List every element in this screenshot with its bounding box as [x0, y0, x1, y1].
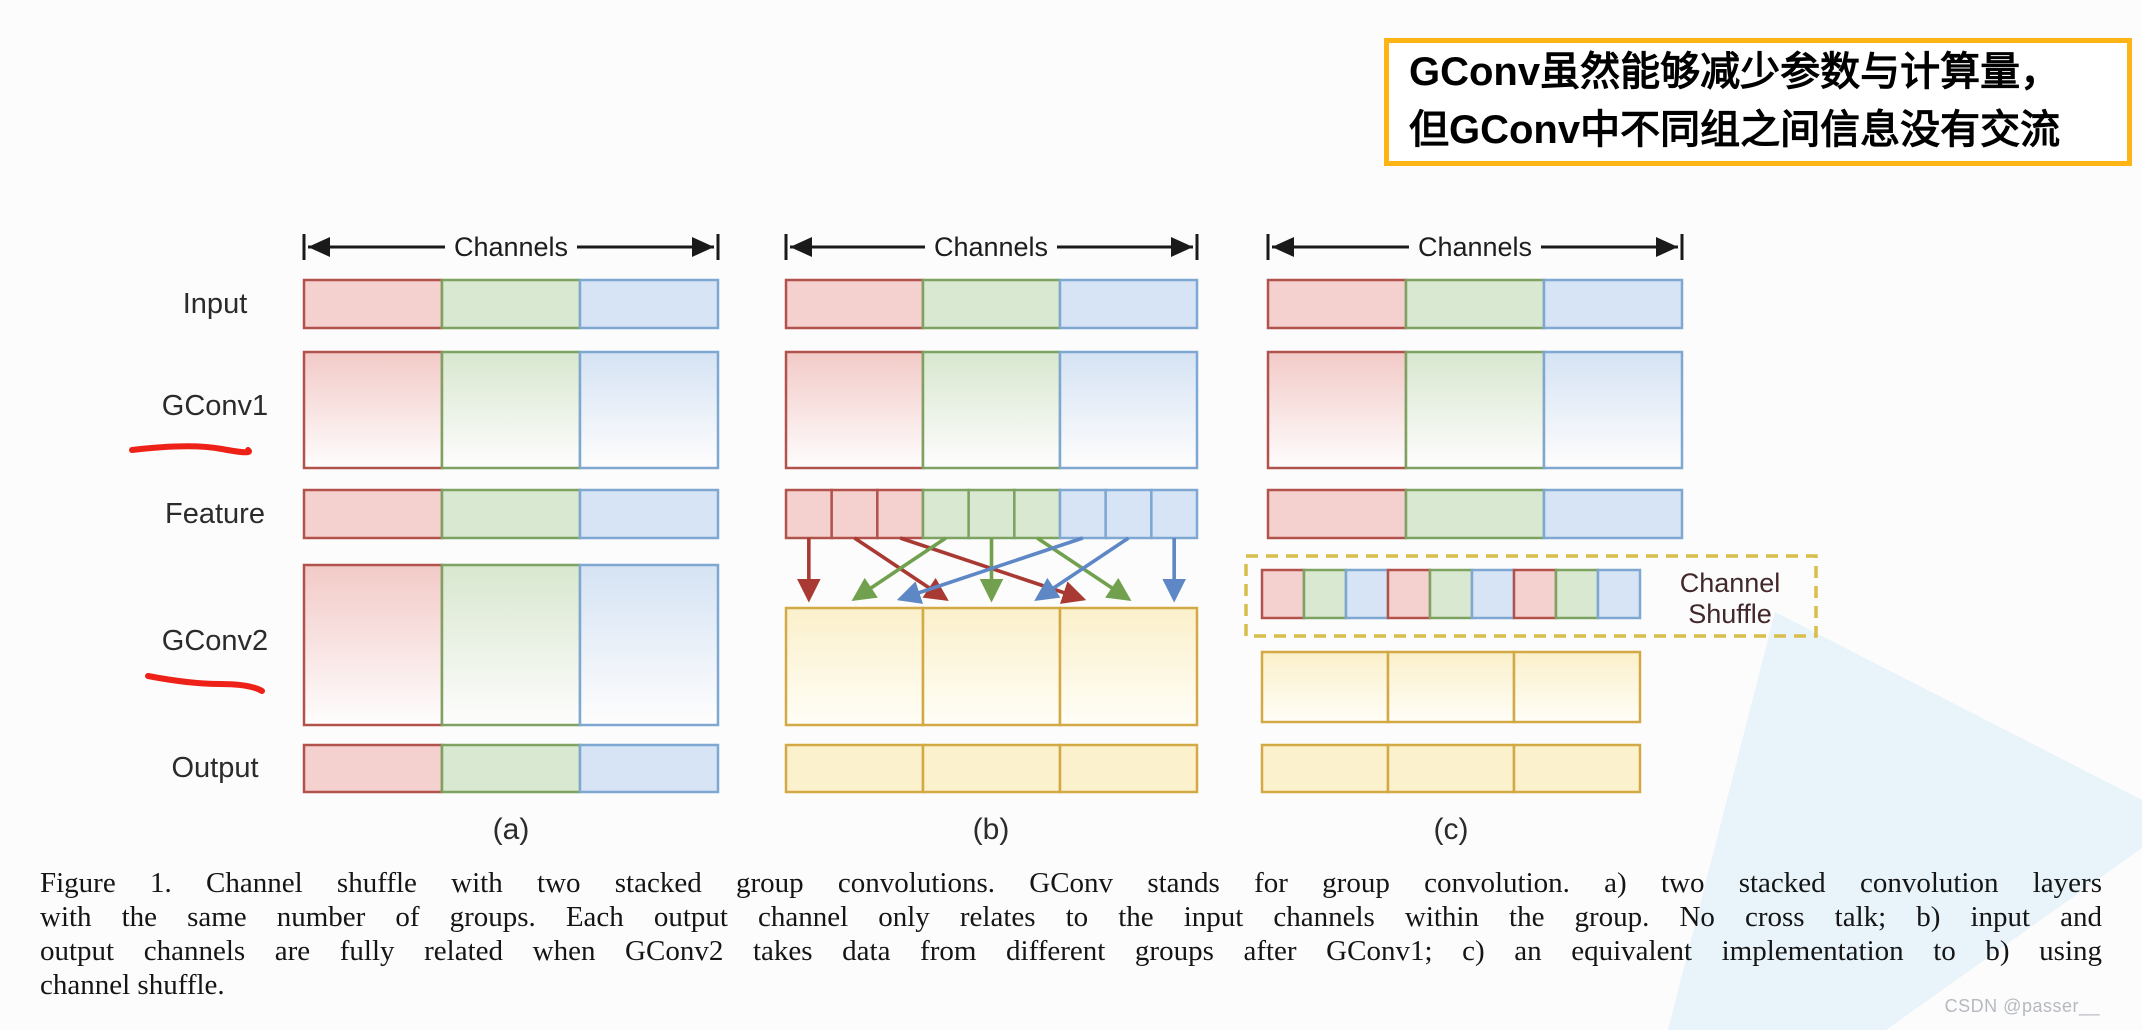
shuffle-arrow-blue-7	[896, 536, 1084, 604]
panel-c-input-seg-green	[1404, 278, 1546, 330]
channels-label-b: Channels	[924, 230, 1058, 264]
panel-c-feature-seg-green	[1404, 488, 1546, 540]
panel-c-shuffle-cell-1-red	[1260, 568, 1306, 620]
annotation-note-line2: 但GConv中不同组之间信息没有交流	[1409, 108, 2061, 152]
panel-a-input-seg-blue	[578, 278, 720, 330]
panel-c-shuffle-cell-9-blue	[1596, 568, 1642, 620]
panel-b-feature-cell-5	[967, 488, 1016, 540]
panel-c-shuffle-cell-3-blue	[1344, 568, 1390, 620]
row-label-feature: Feature	[165, 498, 265, 530]
panel-c-shuffle-cell-7-red	[1512, 568, 1558, 620]
panel-b-input-seg-blue	[1058, 278, 1199, 330]
row-label-gconv2: GConv2	[161, 625, 269, 657]
panel-b-output-seg-1	[784, 743, 925, 794]
panel-c-shuffle-cell-5-green	[1428, 568, 1474, 620]
panel-label-a: (a)	[492, 813, 530, 846]
panel-c-gconv2-seg-3	[1512, 650, 1642, 724]
channels-label-c: Channels	[1408, 230, 1542, 264]
panel-c-output-seg-2	[1386, 743, 1516, 794]
panel-c-feature-seg-red	[1266, 488, 1408, 540]
panel-a-feature-seg-green	[440, 488, 582, 540]
panel-a-feature-seg-red	[302, 488, 444, 540]
panel-a-feature-seg-blue	[578, 488, 720, 540]
figure-caption-line1: Figure 1. Channel shuffle with two stack…	[40, 867, 2102, 899]
panel-c-shuffle-cell-6-blue	[1470, 568, 1516, 620]
panel-a-input-seg-green	[440, 278, 582, 330]
panel-b-input-seg-red	[784, 278, 925, 330]
panel-c-feature-seg-blue	[1542, 488, 1684, 540]
csdn-watermark: CSDN @passer__	[1944, 996, 2100, 1016]
panel-c-shuffle-cell-4-red	[1386, 568, 1432, 620]
panel-b-input-seg-green	[921, 278, 1062, 330]
red-underline-gconv2	[145, 673, 265, 694]
panel-a-gconv2-seg-blue	[578, 563, 720, 727]
triangle-watermark	[1668, 612, 2142, 1030]
panel-a-gconv1-seg-green	[440, 350, 582, 470]
panel-b-feature-cell-2	[830, 488, 879, 540]
panel-b-gconv1-seg-green	[921, 350, 1062, 470]
panel-c-input-seg-blue	[1542, 278, 1684, 330]
panel-c-gconv1-seg-blue	[1542, 350, 1684, 470]
row-label-output: Output	[171, 752, 259, 784]
channel-shuffle-dashed-box	[1244, 554, 1818, 638]
annotation-note-box: GConv虽然能够减少参数与计算量， 但GConv中不同组之间信息没有交流	[1384, 38, 2132, 166]
panel-b-feature-cell-8	[1104, 488, 1153, 540]
panel-a-output-seg-red	[302, 743, 444, 794]
panel-c-gconv2-seg-2	[1386, 650, 1516, 724]
panel-b-feature-cell-1	[784, 488, 833, 540]
channels-label-a: Channels	[444, 230, 578, 264]
figure-caption-line4: channel shuffle.	[40, 969, 225, 1001]
panel-label-c: (c)	[1433, 813, 1469, 846]
panel-b-feature-cell-9	[1150, 488, 1199, 540]
panel-b-gconv2-seg-2	[921, 606, 1062, 727]
row-label-gconv1: GConv1	[161, 390, 269, 422]
shuffle-arrow-blue-8	[1034, 536, 1130, 601]
panel-c-input-seg-red	[1266, 278, 1408, 330]
panel-b-output-seg-3	[1058, 743, 1199, 794]
panel-c-gconv2-seg-1	[1260, 650, 1390, 724]
panel-c-output-seg-3	[1512, 743, 1642, 794]
panel-c-gconv1-seg-red	[1266, 350, 1408, 470]
red-underline-gconv1	[129, 443, 252, 456]
panel-b-gconv2-seg-1	[784, 606, 925, 727]
row-label-input: Input	[182, 288, 248, 320]
panel-c-gconv1-seg-green	[1404, 350, 1546, 470]
panel-label-b: (b)	[972, 813, 1010, 846]
panel-c-shuffle-cell-8-green	[1554, 568, 1600, 620]
annotation-note-line1: GConv虽然能够减少参数与计算量，	[1409, 50, 2061, 94]
panel-a-output-seg-green	[440, 743, 582, 794]
panel-a-output-seg-blue	[578, 743, 720, 794]
figure-caption-line3: output channels are fully related when G…	[40, 935, 2102, 967]
panel-a-gconv2-seg-red	[302, 563, 444, 727]
panel-a-gconv1-seg-blue	[578, 350, 720, 470]
panel-c-shuffle-cell-2-green	[1302, 568, 1348, 620]
panel-a-gconv2-seg-green	[440, 563, 582, 727]
panel-c-output-seg-1	[1260, 743, 1390, 794]
shuffle-arrow-green-4	[851, 536, 947, 601]
figure-caption-line2: with the same number of groups. Each out…	[40, 901, 2102, 933]
panel-b-output-seg-2	[921, 743, 1062, 794]
panel-b-gconv2-seg-3	[1058, 606, 1199, 727]
channel-shuffle-label-line1: Channel	[1679, 568, 1781, 598]
panel-b-gconv1-seg-red	[784, 350, 925, 470]
panel-b-feature-cell-7	[1058, 488, 1107, 540]
channel-shuffle-label-line2: Shuffle	[1688, 599, 1772, 629]
panel-b-feature-cell-6	[1013, 488, 1062, 540]
panel-b-feature-cell-3	[876, 488, 925, 540]
panel-b-gconv1-seg-blue	[1058, 350, 1199, 470]
panel-b-feature-cell-4	[921, 488, 970, 540]
